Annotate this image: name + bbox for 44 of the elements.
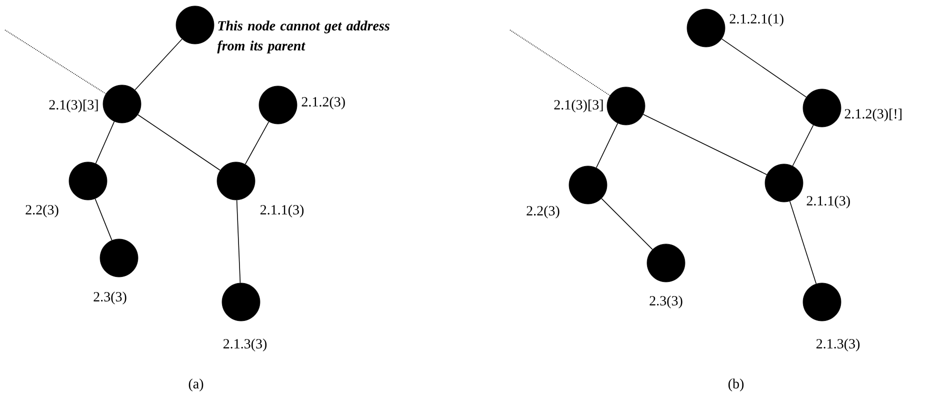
node-label: 2.1.2(3) xyxy=(302,96,345,110)
node-label: 2.3(3) xyxy=(94,292,126,304)
node-circle xyxy=(222,282,260,322)
node-label: 2.2(3) xyxy=(526,206,560,218)
node-label: 2.1(3)[3] xyxy=(554,100,603,112)
edge-line xyxy=(789,200,817,284)
panel-caption: (a) xyxy=(188,378,204,392)
node-circle xyxy=(646,244,686,282)
edge-line xyxy=(721,38,807,98)
node-circle xyxy=(258,86,298,124)
node-circle xyxy=(100,238,138,278)
annotation-text: This node cannot get address from its parent xyxy=(217,20,390,54)
edge-line xyxy=(236,200,241,284)
edge-line xyxy=(94,198,112,241)
edge-line xyxy=(792,124,814,166)
node-label: 2.2(3) xyxy=(26,204,58,218)
edge-line xyxy=(596,122,618,168)
node-label: 2.1.2(3)[!] xyxy=(844,108,902,122)
panel-caption: (b) xyxy=(728,378,744,392)
edge-line xyxy=(244,121,270,165)
node-label: 2.1.3(3) xyxy=(223,338,267,352)
node-circle xyxy=(216,162,256,200)
node-circle xyxy=(802,282,842,322)
edge-line xyxy=(134,38,182,90)
node-label: 2.1(3)[3] xyxy=(49,100,98,112)
edge-line xyxy=(138,114,220,171)
dotted-line xyxy=(510,30,610,96)
node-label: 2.1.3(3) xyxy=(816,338,860,352)
node-circle xyxy=(102,84,142,124)
node-label: 2.1.1(3) xyxy=(806,196,850,208)
node-label: 2.1.2.1(1) xyxy=(730,14,784,26)
node-circle xyxy=(802,88,842,128)
edge-line xyxy=(601,198,653,250)
node-circle xyxy=(686,8,726,48)
node-circle xyxy=(764,164,804,202)
dotted-line xyxy=(4,30,106,94)
node-label: 2.1.1(3) xyxy=(260,204,304,218)
edge-line xyxy=(95,121,115,164)
edge-line xyxy=(642,114,768,175)
node-label: 2.3(3) xyxy=(650,296,682,308)
node-circle xyxy=(68,162,108,200)
node-circle xyxy=(176,6,214,44)
node-circle xyxy=(606,86,646,126)
node-circle xyxy=(568,166,608,204)
